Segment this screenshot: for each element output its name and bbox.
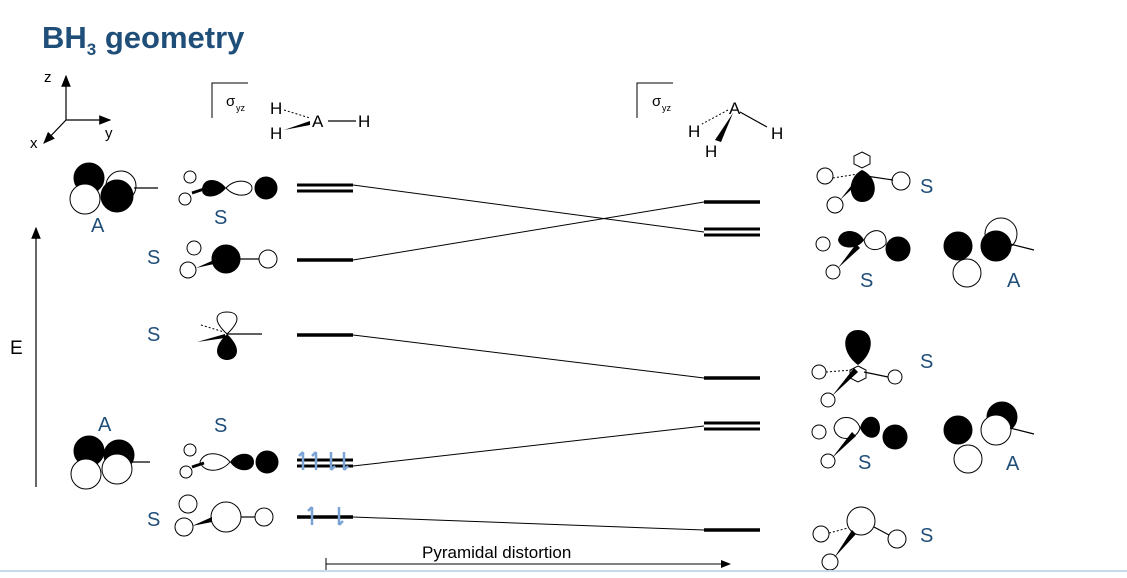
- electron-down-1: [329, 452, 336, 471]
- electron-down-3: [337, 507, 344, 526]
- pyramidal-orbital-4: [811, 330, 903, 408]
- bottom-divider: [0, 570, 1127, 572]
- symmetry-label-pyramidal-5: S: [858, 452, 871, 474]
- pyramidal-atom-h-bottom: H: [705, 142, 717, 161]
- electron-up-2: [311, 451, 318, 470]
- pyramidal-orbital-2: [815, 230, 911, 280]
- energy-axis: E: [10, 226, 41, 487]
- page-title: BH3 geometry: [42, 20, 244, 60]
- sigma-plane-planar: σ yz: [211, 82, 248, 118]
- pyramidal-energy-levels: [704, 200, 760, 532]
- symmetry-label-planar-level-4: S: [214, 415, 227, 437]
- title-main: BH: [42, 20, 87, 55]
- planar-orbital-level-5: [174, 494, 274, 537]
- symmetry-label-pyramidal-3: A: [1007, 270, 1021, 292]
- planar-atom-h-right: H: [358, 112, 370, 131]
- sigma-subscript-pyramidal: yz: [662, 103, 672, 113]
- symmetry-label-planar-level-1: S: [214, 207, 227, 229]
- planar-orbital-level-2: [179, 240, 278, 279]
- electron-down-2: [342, 452, 349, 471]
- coordinate-axes: z y x: [30, 69, 113, 152]
- sigma-plane-pyramidal: σ yz: [636, 82, 673, 118]
- planar-orbital-level-1: [178, 170, 278, 206]
- electron-up-1: [298, 451, 305, 470]
- title-rest: geometry: [96, 20, 245, 55]
- symmetry-label-reference-lower: A: [98, 414, 112, 436]
- electron-up-3: [307, 506, 314, 525]
- distortion-label: Pyramidal distortion: [422, 543, 571, 562]
- axis-label-x: x: [30, 135, 38, 152]
- planar-atom-h-top: H: [270, 99, 282, 118]
- pyramidal-orbital-7: [812, 506, 907, 571]
- pyramidal-atom-h-right: H: [771, 124, 783, 143]
- correlation-line-1: [352, 184, 705, 233]
- reference-orbital-upper: [69, 162, 158, 215]
- pyramidal-atom-a: A: [729, 99, 741, 118]
- pyramidal-molecule-sketch: A H H H: [688, 99, 783, 161]
- symmetry-label-reference-upper: A: [91, 215, 105, 237]
- planar-atom-h-bottom: H: [270, 124, 282, 143]
- sigma-subscript-planar: yz: [236, 103, 246, 113]
- symmetry-label-pyramidal-1: S: [920, 176, 933, 198]
- correlation-line-5: [352, 516, 705, 531]
- correlation-line-4: [352, 425, 705, 467]
- symmetry-label-pyramidal-7: S: [920, 525, 933, 547]
- reference-orbital-lower: [70, 435, 150, 490]
- pyramidal-atom-h-left: H: [688, 122, 700, 141]
- pyramidal-orbital-1: [816, 151, 911, 214]
- correlation-line-3: [352, 334, 705, 379]
- title-subscript: 3: [86, 40, 97, 59]
- planar-molecule-sketch: H H A H: [270, 99, 370, 143]
- sigma-symbol-pyramidal: σ: [652, 93, 662, 110]
- planar-orbital-level-4: [179, 443, 279, 479]
- symmetry-label-planar-level-5: S: [147, 509, 160, 531]
- correlation-lines: [352, 184, 705, 531]
- axis-label-z: z: [44, 69, 52, 86]
- symmetry-label-pyramidal-6: A: [1006, 453, 1020, 475]
- correlation-line-2: [352, 201, 705, 261]
- planar-atom-a: A: [312, 112, 324, 131]
- symmetry-label-pyramidal-4: S: [920, 351, 933, 373]
- pyramidal-orbital-3: [943, 217, 1035, 288]
- sigma-symbol-planar: σ: [226, 93, 236, 110]
- energy-label: E: [10, 338, 23, 359]
- distortion-axis: Pyramidal distortion: [325, 543, 731, 570]
- pyramidal-orbital-6: [943, 401, 1035, 474]
- axis-label-y: y: [105, 125, 113, 142]
- symmetry-label-planar-level-2: S: [147, 247, 160, 269]
- symmetry-label-planar-level-3: S: [147, 324, 160, 346]
- electron-arrows: [298, 451, 349, 526]
- planar-orbital-level-3: [197, 311, 262, 360]
- pyramidal-orbital-5: [811, 416, 908, 469]
- symmetry-label-pyramidal-2: S: [860, 270, 873, 292]
